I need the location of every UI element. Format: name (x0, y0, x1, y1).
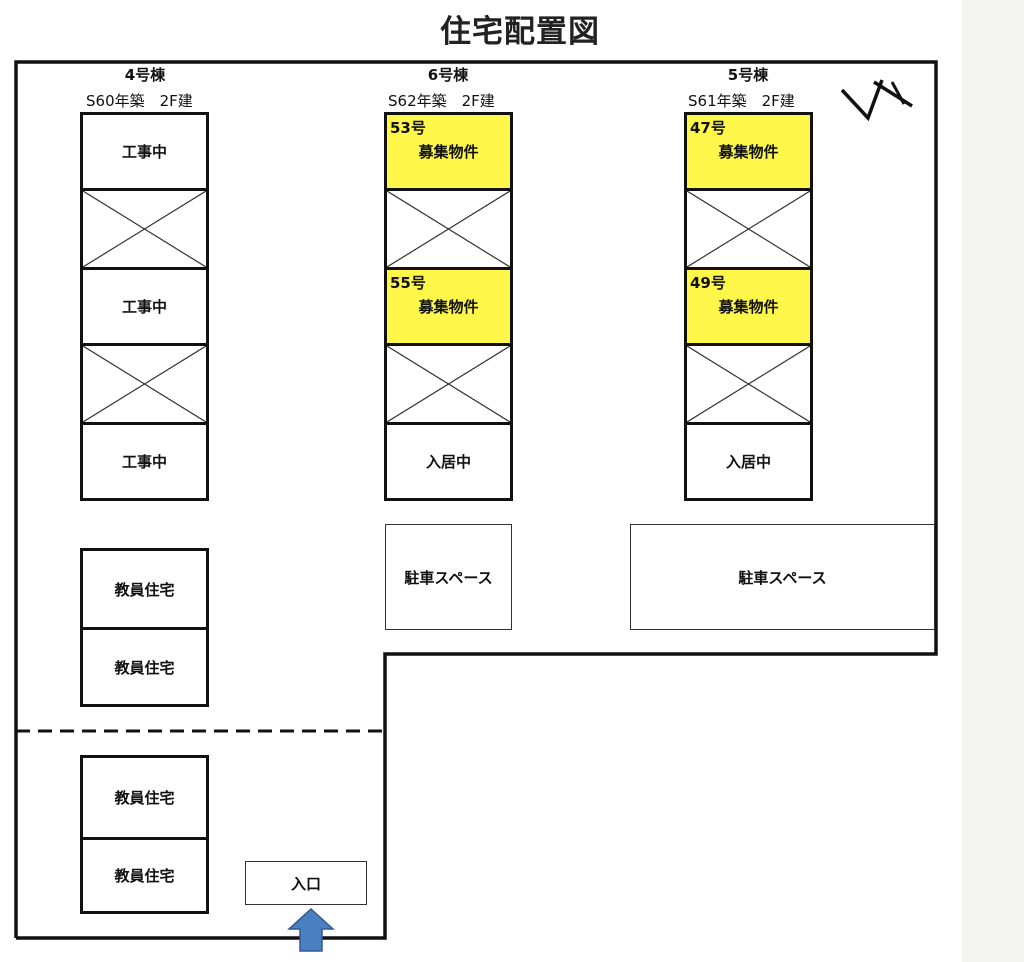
unit-cell-vacant: 55号募集物件 (384, 267, 513, 346)
building-5-name: 5号棟 (727, 66, 769, 84)
unit-status: 募集物件 (418, 298, 479, 316)
unit-cell-unavailable (684, 188, 813, 270)
unit-status: 入居中 (725, 453, 771, 471)
entrance-label: 入口 (245, 861, 367, 905)
site-boundary (14, 60, 938, 940)
unit-status: 入居中 (425, 453, 471, 471)
unit-cell-unavailable (80, 188, 209, 270)
parking-space: 駐車スペース (385, 524, 512, 630)
teacher-housing: 教員住宅 (80, 837, 209, 914)
cross-mark-icon (687, 346, 810, 422)
unit-cell-unavailable (80, 343, 209, 425)
cross-mark-icon (83, 191, 206, 267)
building-5-info: S61年築 2F建 (688, 92, 795, 110)
unit-number: 53号 (390, 119, 426, 137)
unit-cell-unavailable (384, 188, 513, 270)
teacher-housing: 教員住宅 (80, 548, 209, 630)
unit-status: 工事中 (121, 453, 167, 471)
unit-cell-vacant: 53号募集物件 (384, 112, 513, 191)
unit-cell: 入居中 (384, 422, 513, 501)
parking-space: 駐車スペース (630, 524, 935, 630)
cross-mark-icon (687, 191, 810, 267)
unit-cell: 工事中 (80, 267, 209, 346)
unit-number: 47号 (690, 119, 726, 137)
teacher-housing: 教員住宅 (80, 627, 209, 707)
unit-cell: 入居中 (684, 422, 813, 501)
cross-mark-icon (387, 191, 510, 267)
unit-status: 募集物件 (718, 298, 779, 316)
north-arrow-icon (840, 79, 913, 122)
unit-cell-vacant: 49号募集物件 (684, 267, 813, 346)
site-plan: 住宅配置図 4号棟 S60年築 2F建 工事中工事中工事中 6号棟 S62年築 … (0, 0, 962, 962)
cross-mark-icon (387, 346, 510, 422)
page-title: 住宅配置図 (440, 14, 600, 50)
unit-status: 募集物件 (718, 143, 779, 161)
building-4-name: 4号棟 (124, 66, 166, 84)
unit-status: 募集物件 (418, 143, 479, 161)
unit-cell-unavailable (684, 343, 813, 425)
building-6-info: S62年築 2F建 (388, 92, 495, 110)
building-4-info: S60年築 2F建 (86, 92, 193, 110)
unit-cell-vacant: 47号募集物件 (684, 112, 813, 191)
building-6-name: 6号棟 (427, 66, 469, 84)
cross-mark-icon (83, 346, 206, 422)
unit-number: 55号 (390, 274, 426, 292)
unit-cell-unavailable (384, 343, 513, 425)
unit-number: 49号 (690, 274, 726, 292)
unit-status: 工事中 (121, 143, 167, 161)
up-arrow-icon (287, 907, 335, 952)
unit-status: 工事中 (121, 298, 167, 316)
unit-cell: 工事中 (80, 112, 209, 191)
unit-cell: 工事中 (80, 422, 209, 501)
teacher-housing: 教員住宅 (80, 755, 209, 840)
